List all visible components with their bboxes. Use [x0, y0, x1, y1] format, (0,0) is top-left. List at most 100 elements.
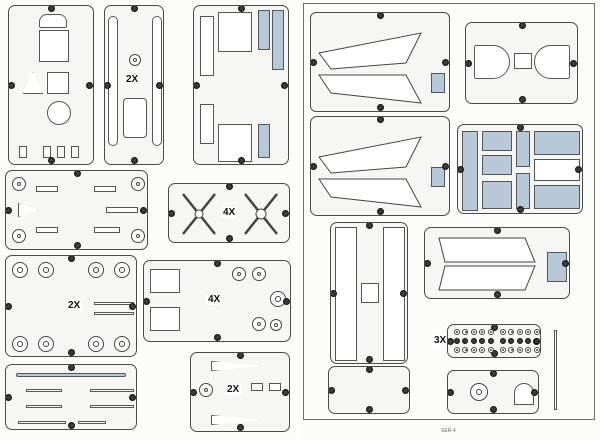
- gate-marker: [214, 261, 221, 267]
- wheel: [12, 262, 28, 278]
- gate-marker: [377, 13, 384, 19]
- rotor-blades: [182, 193, 278, 235]
- gate-marker: [140, 207, 147, 214]
- seat-part: [43, 146, 51, 158]
- bolt-head: [487, 329, 494, 335]
- gate-marker: [283, 298, 290, 305]
- bolt-heads-sprue: [447, 324, 541, 358]
- page-number: SER-4: [441, 428, 456, 434]
- rotor-cross-sprue: 4X: [168, 183, 290, 243]
- strut: [78, 421, 106, 424]
- gate-marker: [86, 82, 93, 89]
- pylon: [211, 415, 261, 425]
- tail-outline: [438, 237, 536, 291]
- bolt-head: [525, 347, 532, 353]
- gate-marker: [442, 163, 449, 170]
- bolt-head: [462, 329, 469, 335]
- bolt-head: [454, 347, 460, 353]
- gate-marker: [144, 298, 150, 305]
- bolt-head: [454, 338, 460, 344]
- fairing: [534, 45, 570, 79]
- gate-marker: [490, 371, 497, 377]
- intake-part: [218, 12, 252, 52]
- strut: [90, 405, 134, 408]
- gate-marker: [402, 387, 409, 394]
- fuselage-sides-sprue: [330, 222, 408, 364]
- gate-marker: [68, 365, 75, 371]
- spine-center: [123, 98, 147, 138]
- gear-strut: [36, 186, 58, 192]
- clear-part: [462, 131, 478, 211]
- bolt-head: [470, 347, 477, 353]
- gate-marker: [517, 125, 524, 131]
- gate-marker: [6, 303, 12, 310]
- bolt-head: [470, 329, 477, 335]
- gate-marker: [442, 59, 449, 66]
- bolt-head: [462, 347, 469, 353]
- bolt-head: [462, 338, 469, 344]
- gate-marker: [494, 228, 501, 234]
- strut: [18, 421, 66, 424]
- strut: [26, 389, 62, 392]
- instrument-sprue: [447, 370, 539, 414]
- tail-wing-sprue: [424, 227, 570, 299]
- gate-marker: [494, 291, 501, 298]
- clear-part: [534, 185, 580, 209]
- seat-part: [19, 146, 27, 158]
- gate-marker: [129, 303, 136, 310]
- bolt-head: [500, 347, 506, 353]
- gate-marker: [238, 6, 245, 12]
- gear-strut: [94, 227, 120, 233]
- gate-marker: [562, 260, 569, 267]
- gate-marker: [366, 367, 373, 373]
- gate-marker: [73, 242, 81, 249]
- rail: [16, 373, 126, 377]
- pylon: [211, 361, 261, 371]
- seat-part: [57, 146, 65, 158]
- fin: [251, 383, 263, 391]
- wheel: [12, 336, 28, 352]
- gear-leg: [106, 207, 138, 213]
- gate-marker: [194, 82, 200, 89]
- fin: [269, 383, 281, 391]
- wheels-sprue: 2X: [5, 255, 137, 357]
- gate-marker: [331, 290, 337, 297]
- gate-marker: [366, 223, 373, 229]
- gate-marker: [73, 171, 81, 177]
- gate-marker: [311, 59, 317, 66]
- clear-panel: [258, 124, 270, 158]
- gate-marker: [191, 389, 197, 396]
- wing-sprue-lower: [310, 116, 450, 216]
- gate-marker: [105, 82, 111, 89]
- multiplier-label: 2X: [66, 300, 83, 311]
- gate-marker: [131, 157, 138, 164]
- intake-part: [218, 124, 252, 162]
- gate-marker: [400, 290, 407, 297]
- cockpit-floor: [47, 72, 69, 94]
- axle-part: [94, 312, 134, 315]
- pylon-sprue: 2X: [190, 352, 290, 432]
- ejection-seat: [47, 101, 71, 125]
- gate-marker: [518, 23, 526, 29]
- gate-marker: [491, 325, 498, 331]
- fuselage-spine-sprue: 2X: [104, 5, 164, 165]
- bolt-head: [533, 347, 540, 353]
- gate-marker: [237, 424, 244, 431]
- gate-marker: [68, 422, 75, 429]
- cockpit-tub-sprue: [8, 5, 94, 165]
- gate-marker: [518, 96, 526, 103]
- strut: [90, 389, 134, 392]
- spine-right: [152, 16, 162, 146]
- gate-marker: [448, 338, 454, 345]
- bolt-head: [516, 329, 523, 335]
- gate-marker: [366, 406, 373, 413]
- gate-marker: [377, 208, 384, 215]
- gate-marker: [169, 210, 175, 217]
- gear-strut: [36, 227, 58, 233]
- gate-marker: [237, 353, 244, 359]
- gate-marker: [238, 157, 245, 164]
- gate-marker: [226, 235, 233, 242]
- gate-marker: [6, 394, 12, 401]
- clear-part: [482, 131, 512, 151]
- engine-block: [150, 269, 180, 293]
